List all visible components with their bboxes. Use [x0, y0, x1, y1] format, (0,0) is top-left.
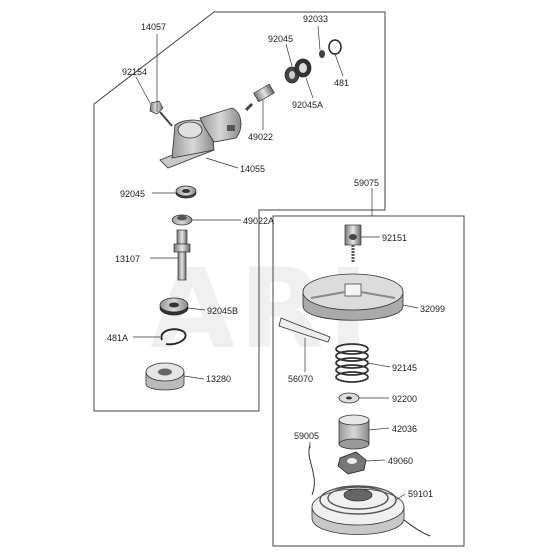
line-59005-drawing: [308, 444, 431, 537]
bearing-92045A-drawing: [294, 58, 312, 78]
part-label-32099: 32099: [420, 304, 445, 314]
group-label-59075: 59075: [354, 178, 379, 188]
spring-92145-drawing: [335, 343, 369, 383]
circlip-481-drawing: [328, 39, 342, 55]
part-label-92145: 92145: [392, 363, 417, 373]
circlip-481A-drawing: [160, 328, 187, 346]
gear-case-drawing: [159, 107, 242, 169]
part-label-92045B: 92045B: [207, 306, 238, 316]
shaft-49022-drawing: [244, 83, 275, 112]
group-label-14057: 14057: [141, 22, 166, 32]
right-group-outline: [272, 215, 465, 547]
bush-42036-drawing: [338, 414, 370, 450]
spindle-13107-drawing: [173, 229, 191, 281]
bearing-92045B-drawing: [159, 297, 189, 316]
part-label-14055: 14055: [240, 164, 265, 174]
part-label-49022A: 49022A: [243, 216, 274, 226]
holder-13280-drawing: [145, 362, 185, 391]
part-label-92045-top: 92045: [268, 34, 293, 44]
part-label-59101: 59101: [408, 489, 433, 499]
part-label-13280: 13280: [206, 374, 231, 384]
part-label-49060: 49060: [388, 456, 413, 466]
part-label-56070: 56070: [288, 374, 313, 384]
bolt-92151-drawing: [344, 224, 362, 262]
part-label-13107: 13107: [115, 254, 140, 264]
part-label-59005: 59005: [294, 431, 319, 441]
washer-92033-drawing: [319, 50, 325, 58]
part-label-49022: 49022: [248, 132, 273, 142]
part-label-92151: 92151: [382, 233, 407, 243]
collar-49022A-drawing: [171, 214, 193, 226]
part-label-92045-mid: 92045: [120, 189, 145, 199]
bearing-92045-mid-drawing: [175, 185, 197, 199]
line-56070-drawing: [278, 317, 331, 343]
spool-59101-drawing: [311, 485, 405, 535]
part-label-92200: 92200: [392, 394, 417, 404]
bolt-92154-drawing: [149, 100, 173, 127]
part-label-92033: 92033: [303, 14, 328, 24]
part-label-481: 481: [334, 78, 349, 88]
part-label-92045A: 92045A: [292, 100, 323, 110]
cover-32099-drawing: [302, 273, 404, 321]
left-group-outline: [93, 11, 386, 412]
part-label-481A: 481A: [107, 333, 128, 343]
leader-lines: [133, 25, 419, 501]
part-label-92154: 92154: [122, 67, 147, 77]
nut-49060-drawing: [337, 451, 367, 475]
washer-92200-drawing: [338, 392, 360, 404]
part-label-42036: 42036: [392, 424, 417, 434]
